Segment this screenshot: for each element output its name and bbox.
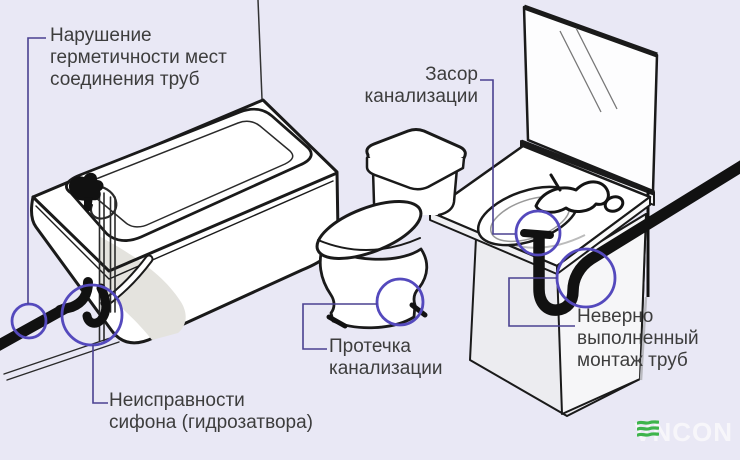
label-line: канализации xyxy=(329,358,443,379)
label-line: Протечка xyxy=(329,336,411,357)
label-line: Неисправности xyxy=(109,390,245,411)
label-line: соединения труб xyxy=(50,69,200,90)
tub-siphon-pipes xyxy=(0,277,120,381)
toilet-illustration xyxy=(315,128,467,330)
label-line: канализации xyxy=(364,86,478,107)
wall-corner-line xyxy=(257,0,263,100)
circle-siphon-fault xyxy=(60,283,124,347)
connector-wrong-install xyxy=(508,277,575,327)
sink-faucet-icon xyxy=(534,173,625,214)
label-line: герметичности мест xyxy=(50,47,227,68)
label-line: Нарушение xyxy=(50,25,152,46)
logo-letters-ncon: NCON xyxy=(652,417,733,447)
label-wrong-install: Неверно выполненный монтаж труб xyxy=(577,306,699,372)
vencon-watermark: V NCON xyxy=(634,417,733,448)
sink-sewer-pipe xyxy=(520,160,740,316)
circle-drain-clog xyxy=(514,209,562,257)
connector-sewer-leak xyxy=(302,303,377,350)
connector-pipe-joint-leak xyxy=(27,37,46,304)
label-line: сифона (гидрозатвора) xyxy=(109,412,313,433)
connector-drain-clog xyxy=(480,79,515,235)
label-line: выполненный xyxy=(577,328,699,349)
circle-sewer-leak xyxy=(375,277,425,327)
label-line: Засор xyxy=(425,64,478,85)
label-pipe-joint-leak: Нарушение герметичности мест соединения … xyxy=(50,25,227,91)
label-line: монтаж труб xyxy=(577,350,688,371)
label-drain-clog: Засор канализации xyxy=(365,64,478,108)
callout-connectors xyxy=(27,37,575,404)
connector-siphon-fault xyxy=(92,345,108,404)
label-line: Неверно xyxy=(577,306,654,327)
label-siphon-fault: Неисправности сифона (гидрозатвора) xyxy=(109,390,313,434)
vencon-green-e-icon xyxy=(637,420,660,437)
toilet-bowl xyxy=(318,241,429,330)
circle-pipe-joint-leak xyxy=(10,302,48,340)
tub-cutaway-shading xyxy=(99,236,186,340)
tub-basin-rim xyxy=(65,107,313,242)
label-sewer-leak: Протечка канализации xyxy=(329,336,442,380)
